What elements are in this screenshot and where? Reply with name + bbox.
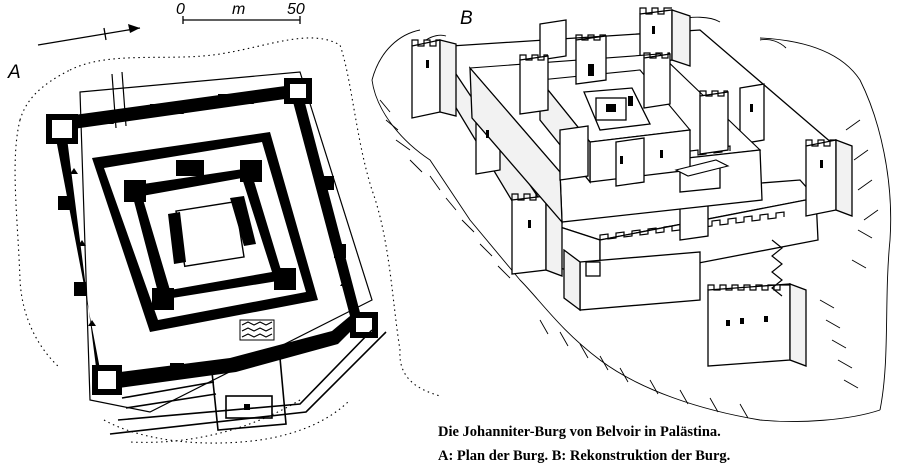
outer-curtain-wall xyxy=(52,84,362,390)
inner-courtyard xyxy=(175,200,245,268)
terrain-contour xyxy=(14,37,441,443)
scale-unit-label: m xyxy=(232,1,245,18)
north-arrow-icon xyxy=(37,24,141,46)
gate-barbican xyxy=(563,239,807,367)
keep-towers-3d xyxy=(519,34,729,187)
panel-a-label: A xyxy=(7,62,21,83)
caption-line-1: Die Johanniter-Burg von Belvoir in Paläs… xyxy=(438,424,721,440)
north-access xyxy=(111,71,127,129)
arrow-slit-markers xyxy=(70,98,348,378)
reconstruction-b: B xyxy=(371,7,892,422)
side-building xyxy=(674,159,730,193)
outer-towers xyxy=(46,78,378,395)
caption-line-2: A: Plan der Burg. B: Rekonstruktion der … xyxy=(438,448,731,464)
scale-start-label: 0 xyxy=(176,1,185,18)
plan-a: A 0 m 50 xyxy=(7,1,441,444)
wall-slits xyxy=(426,26,823,228)
scale-bar: 0 m 50 xyxy=(176,1,305,24)
plan-gatehouse xyxy=(103,329,387,444)
keep-towers xyxy=(124,160,296,310)
scale-end-label: 50 xyxy=(287,1,305,18)
cistern xyxy=(239,319,275,341)
cliff-terrain xyxy=(371,16,892,422)
outer-corner-towers xyxy=(411,7,853,277)
panel-b-label: B xyxy=(460,8,473,29)
